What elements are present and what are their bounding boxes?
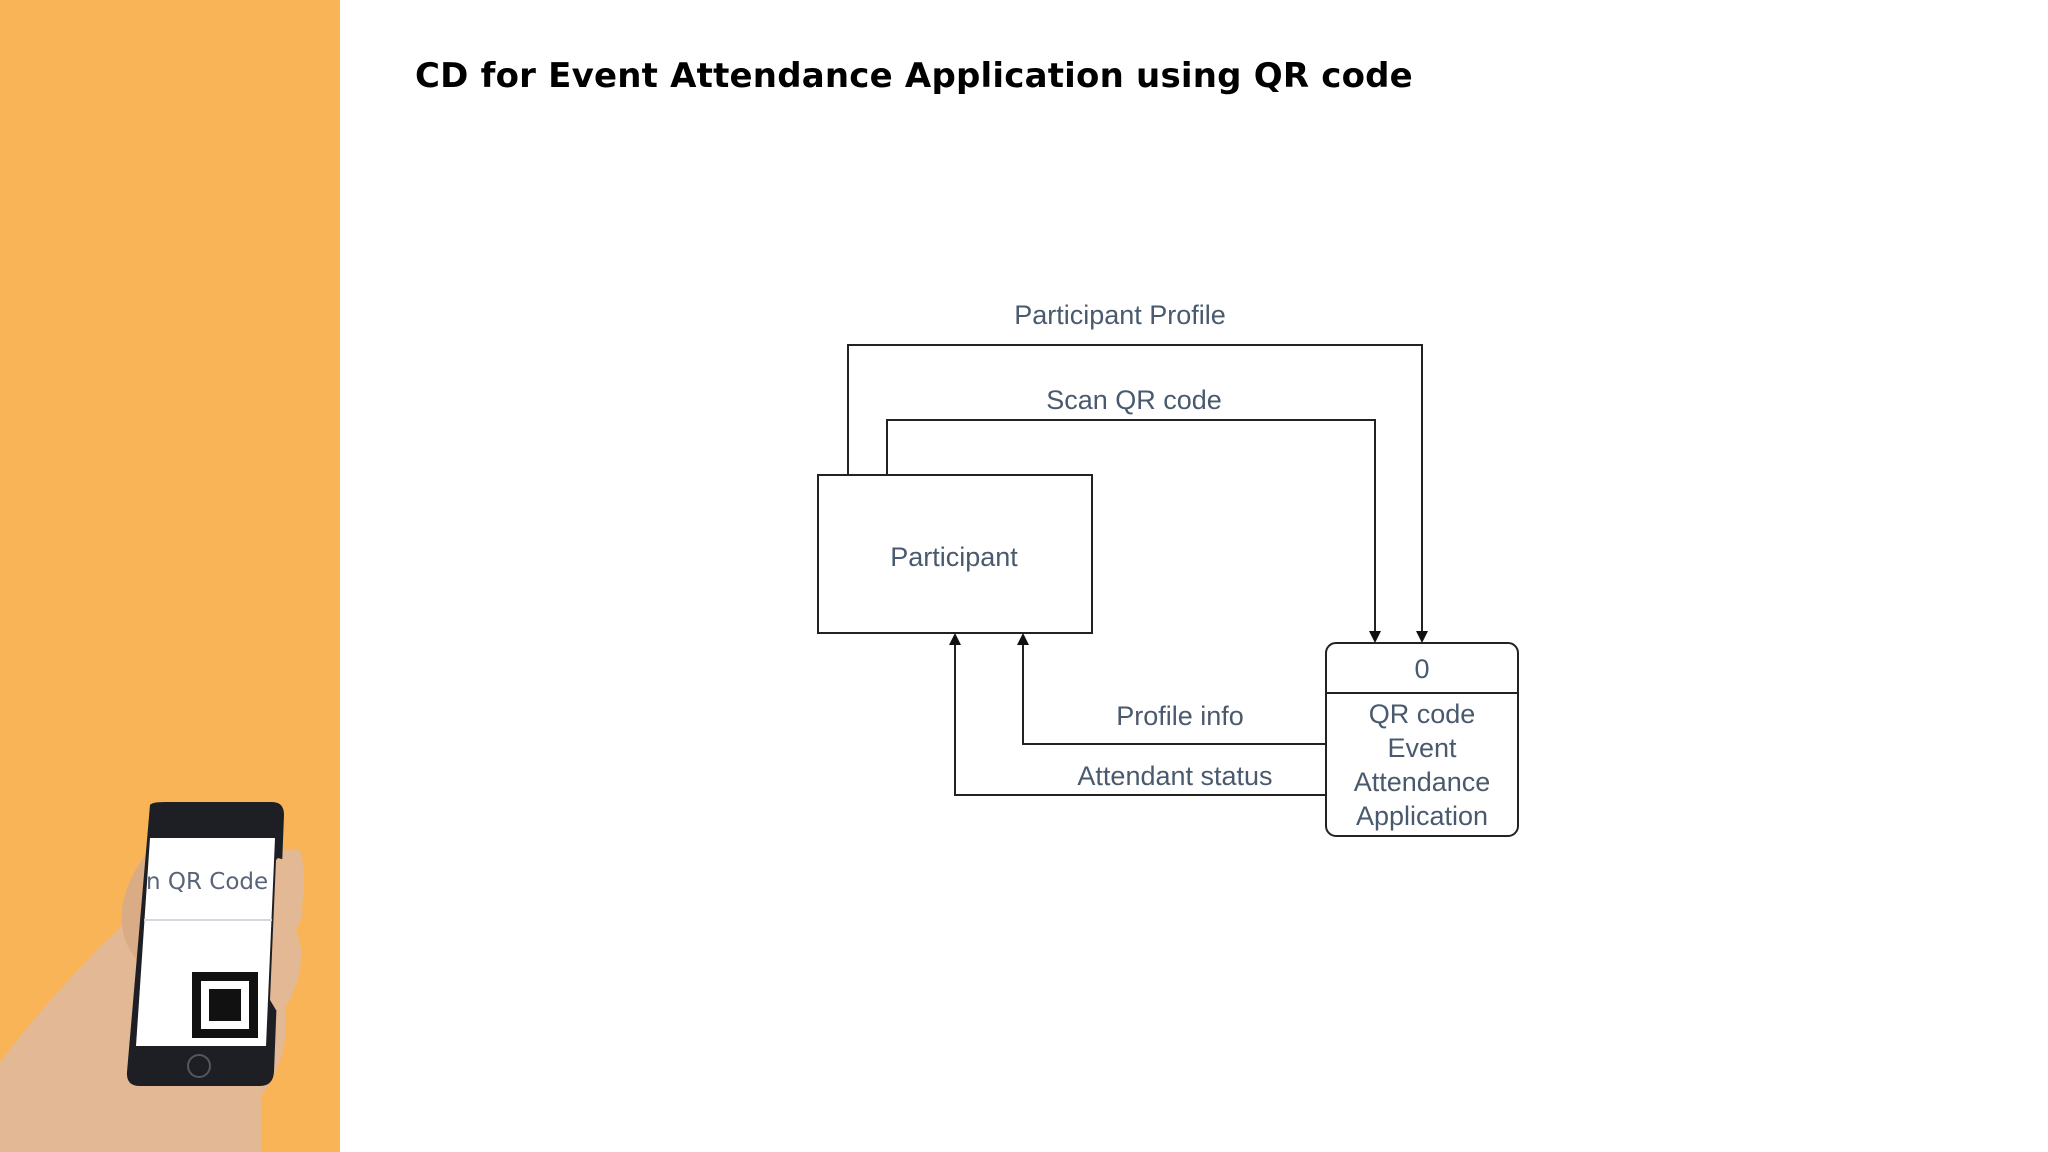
process-label-line-1: QR code: [1369, 699, 1476, 729]
flow-participant-profile-label: Participant Profile: [1014, 300, 1226, 330]
flow-attendant-status-line: [949, 633, 1326, 796]
process-box: [1325, 642, 1519, 837]
process-number: 0: [1414, 654, 1429, 684]
flow-scan-qr-code-label: Scan QR code: [1046, 385, 1222, 415]
hand-fingers: [270, 858, 303, 1010]
flow-profile-info-line: [1017, 633, 1326, 745]
slide-title: CD for Event Attendance Application usin…: [415, 56, 1413, 96]
process-label-line-3: Attendance: [1354, 767, 1491, 797]
flow-attendant-status-label: Attendant status: [1077, 761, 1272, 791]
flow-profile-info-label: Profile info: [1116, 701, 1244, 731]
qr-marker-inner: [209, 989, 241, 1021]
phone-screen-text: n QR Code: [146, 869, 268, 895]
process-label-line-4: Application: [1356, 801, 1488, 831]
hand-phone-illustration: n QR Code: [0, 802, 305, 1152]
flow-participant-profile-line: [847, 344, 1428, 643]
phone-home-button: [187, 1054, 211, 1078]
process-label-line-2: Event: [1387, 733, 1457, 763]
participant-entity-label: Participant: [890, 542, 1018, 572]
flow-scan-qr-code-line: [886, 419, 1381, 643]
